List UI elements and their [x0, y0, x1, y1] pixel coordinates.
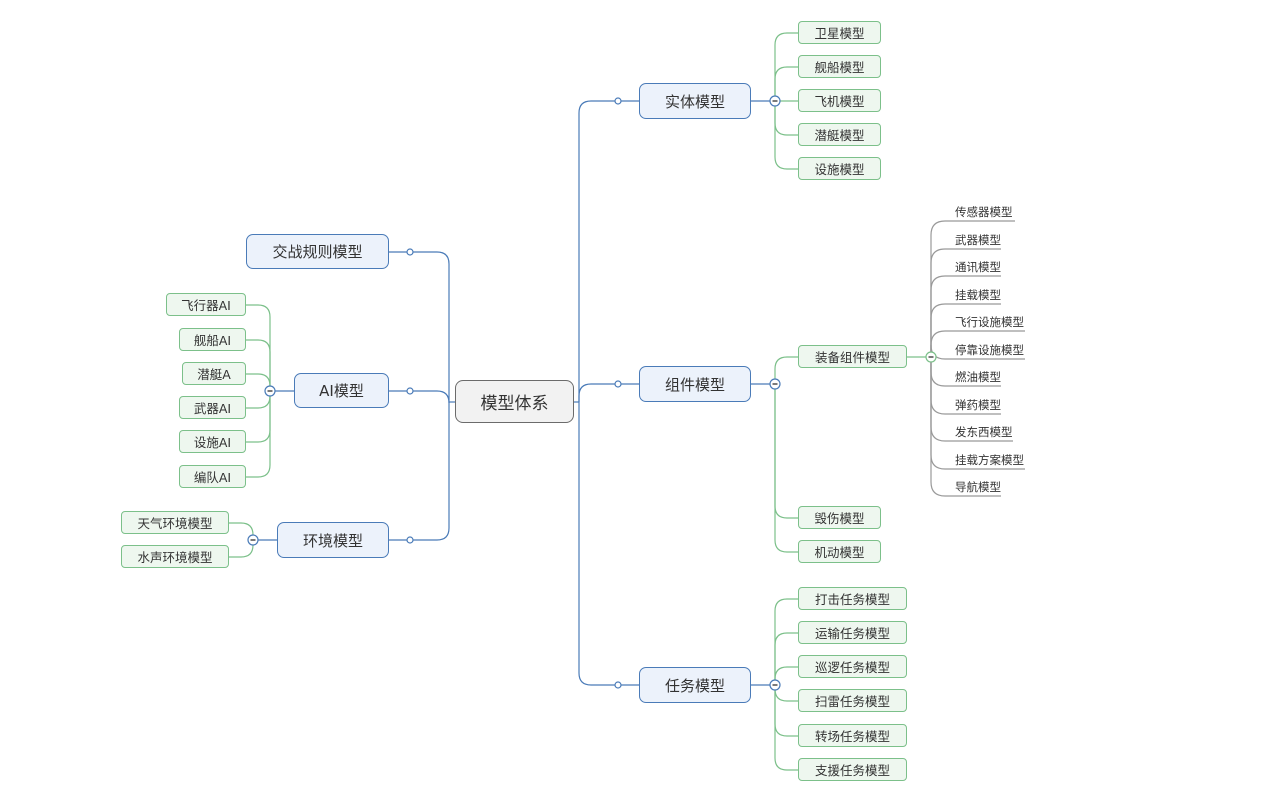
main-node-entity[interactable]: 实体模型: [639, 83, 751, 119]
sub-node-satellite[interactable]: 卫星模型: [798, 21, 881, 44]
leaf-branch: [930, 275, 1001, 357]
leaf-branch: [930, 330, 1025, 357]
leaf-ammo[interactable]: 弹药模型: [955, 398, 1001, 412]
sub-node-transfer-task[interactable]: 转场任务模型: [798, 724, 907, 747]
leaf-flight-facility[interactable]: 飞行设施模型: [955, 315, 1024, 329]
leaf-branch: [930, 303, 1001, 357]
sub-branch: [246, 304, 271, 391]
leaf-fadongxi[interactable]: 发东西模型: [955, 425, 1013, 439]
leaf-fuel[interactable]: 燃油模型: [955, 370, 1001, 384]
root-right-branch: [578, 402, 639, 686]
sub-node-formation-ai[interactable]: 编队AI: [179, 465, 246, 488]
sub-branch: [774, 685, 798, 771]
connector-dot[interactable]: [406, 248, 414, 256]
leaf-comm[interactable]: 通讯模型: [955, 260, 1001, 274]
connector-dot[interactable]: [614, 380, 622, 388]
sub-branch: [774, 685, 798, 737]
leaf-dock-facility[interactable]: 停靠设施模型: [955, 343, 1024, 357]
connector-dot[interactable]: [614, 681, 622, 689]
sub-branch: [774, 101, 798, 136]
sub-node-maneuver[interactable]: 机动模型: [798, 540, 881, 563]
sub-node-submarine[interactable]: 潜艇模型: [798, 123, 881, 146]
root-node[interactable]: 模型体系: [455, 380, 574, 423]
root-left-branch: [389, 390, 450, 404]
connector-dot[interactable]: [406, 536, 414, 544]
sub-branch: [774, 32, 798, 101]
sub-node-damage[interactable]: 毁伤模型: [798, 506, 881, 529]
leaf-weapon[interactable]: 武器模型: [955, 233, 1001, 247]
sub-node-ship[interactable]: 舰船模型: [798, 55, 881, 78]
sub-node-equipment-component[interactable]: 装备组件模型: [798, 345, 907, 368]
sub-node-support-task[interactable]: 支援任务模型: [798, 758, 907, 781]
sub-node-aircraft-ai[interactable]: 飞行器AI: [166, 293, 246, 316]
sub-branch: [774, 356, 798, 384]
sub-node-weapon-ai[interactable]: 武器AI: [179, 396, 246, 419]
sub-node-ship-ai[interactable]: 舰船AI: [179, 328, 246, 351]
leaf-mount[interactable]: 挂载模型: [955, 288, 1001, 302]
root-left-branch: [389, 251, 450, 402]
sub-branch: [246, 339, 271, 391]
sub-branch: [774, 66, 798, 101]
main-node-rules[interactable]: 交战规则模型: [246, 234, 389, 269]
root-left-branch: [389, 402, 450, 541]
sub-branch: [246, 391, 271, 478]
main-node-task[interactable]: 任务模型: [639, 667, 751, 703]
sub-node-submarine-ai[interactable]: 潜艇A: [182, 362, 246, 385]
sub-node-minesweep-task[interactable]: 扫雷任务模型: [798, 689, 907, 712]
sub-branch: [246, 391, 271, 443]
leaf-branch: [930, 357, 1001, 497]
connector-dot[interactable]: [406, 387, 414, 395]
root-right-branch: [578, 100, 639, 402]
sub-node-acoustic-env[interactable]: 水声环境模型: [121, 545, 229, 568]
leaf-navigation[interactable]: 导航模型: [955, 480, 1001, 494]
leaf-branch: [930, 248, 1001, 357]
sub-node-weather-env[interactable]: 天气环境模型: [121, 511, 229, 534]
sub-branch: [774, 632, 798, 685]
sub-node-facility-ai[interactable]: 设施AI: [179, 430, 246, 453]
leaf-branch: [930, 220, 1015, 357]
sub-branch: [774, 384, 798, 553]
sub-node-facility[interactable]: 设施模型: [798, 157, 881, 180]
sub-branch: [774, 101, 798, 170]
sub-branch: [774, 384, 798, 519]
main-node-ai[interactable]: AI模型: [294, 373, 389, 408]
sub-node-strike-task[interactable]: 打击任务模型: [798, 587, 907, 610]
connector-dot[interactable]: [614, 97, 622, 105]
sub-branch: [774, 598, 798, 685]
leaf-sensor[interactable]: 传感器模型: [955, 205, 1013, 219]
sub-node-patrol-task[interactable]: 巡逻任务模型: [798, 655, 907, 678]
main-node-environment[interactable]: 环境模型: [277, 522, 389, 558]
leaf-mount-plan[interactable]: 挂载方案模型: [955, 453, 1024, 467]
sub-node-aircraft[interactable]: 飞机模型: [798, 89, 881, 112]
root-right-branch: [578, 383, 639, 402]
sub-node-transport-task[interactable]: 运输任务模型: [798, 621, 907, 644]
main-node-component[interactable]: 组件模型: [639, 366, 751, 402]
sub-branch: [774, 666, 798, 685]
